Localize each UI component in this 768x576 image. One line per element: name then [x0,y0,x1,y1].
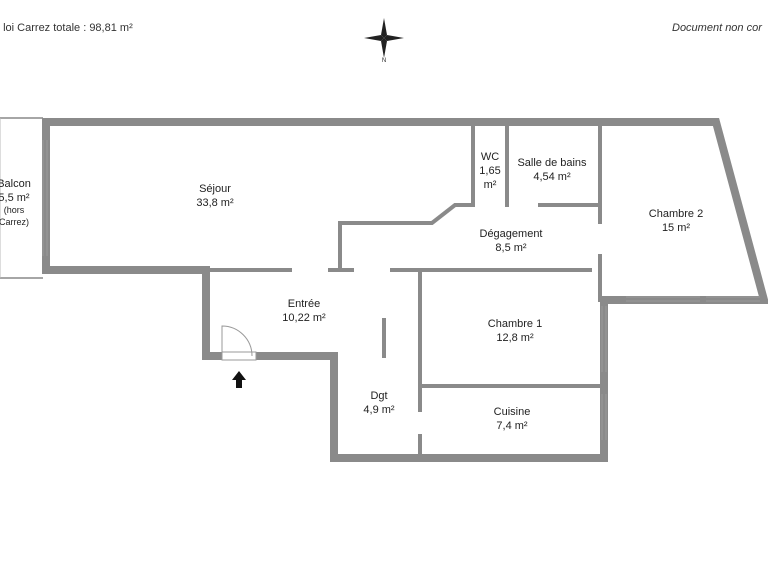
dgt-name: Dgt [370,390,387,402]
chambre1-name: Chambre 1 [488,318,542,330]
room-wc: WC 1,65 m² [479,151,500,191]
sdb-name: Salle de bains [517,157,587,169]
balcon-area: 5,5 m² [0,192,30,204]
cuisine-area: 7,4 m² [496,420,528,432]
compass-north-label: N [382,58,386,64]
entrance-arrow-icon [232,371,246,388]
room-chambre-2: Chambre 2 15 m² [649,208,703,234]
balcon-name: Balcon [0,178,31,190]
wc-area-1: 1,65 [479,165,500,177]
cuisine-name: Cuisine [494,406,531,418]
dgt-area: 4,9 m² [363,404,395,416]
balcony [0,117,43,279]
room-dgt: Dgt 4,9 m² [363,390,395,416]
wc-area-2: m² [484,179,497,191]
chambre1-area: 12,8 m² [496,332,534,344]
wc-name: WC [481,151,499,163]
windows [42,140,760,440]
disclaimer-text: Document non cor [672,22,762,34]
balcon-note-2: Carrez) [0,217,29,227]
room-sejour: Séjour 33,8 m² [196,183,234,209]
room-balcon: Balcon 5,5 m² (hors Carrez) [0,178,31,227]
degagement-name: Dégagement [480,228,543,240]
room-cuisine: Cuisine 7,4 m² [494,406,531,432]
sejour-name: Séjour [199,183,231,195]
entree-area: 10,22 m² [282,312,326,324]
entrance-door [221,325,257,361]
room-salle-de-bains: Salle de bains 4,54 m² [517,157,587,183]
entree-name: Entrée [288,298,320,310]
compass-icon: N [364,18,404,64]
sdb-area: 4,54 m² [533,171,571,183]
chambre2-name: Chambre 2 [649,208,703,220]
room-degagement: Dégagement 8,5 m² [480,228,543,254]
room-entree: Entrée 10,22 m² [282,298,326,324]
total-area-text: cie loi Carrez totale : 98,81 m² [0,22,133,34]
sejour-area: 33,8 m² [196,197,234,209]
chambre2-area: 15 m² [662,222,690,234]
balcon-note-1: (hors [4,205,25,215]
room-chambre-1: Chambre 1 12,8 m² [488,318,542,344]
degagement-area: 8,5 m² [495,242,527,254]
walls [42,118,768,462]
